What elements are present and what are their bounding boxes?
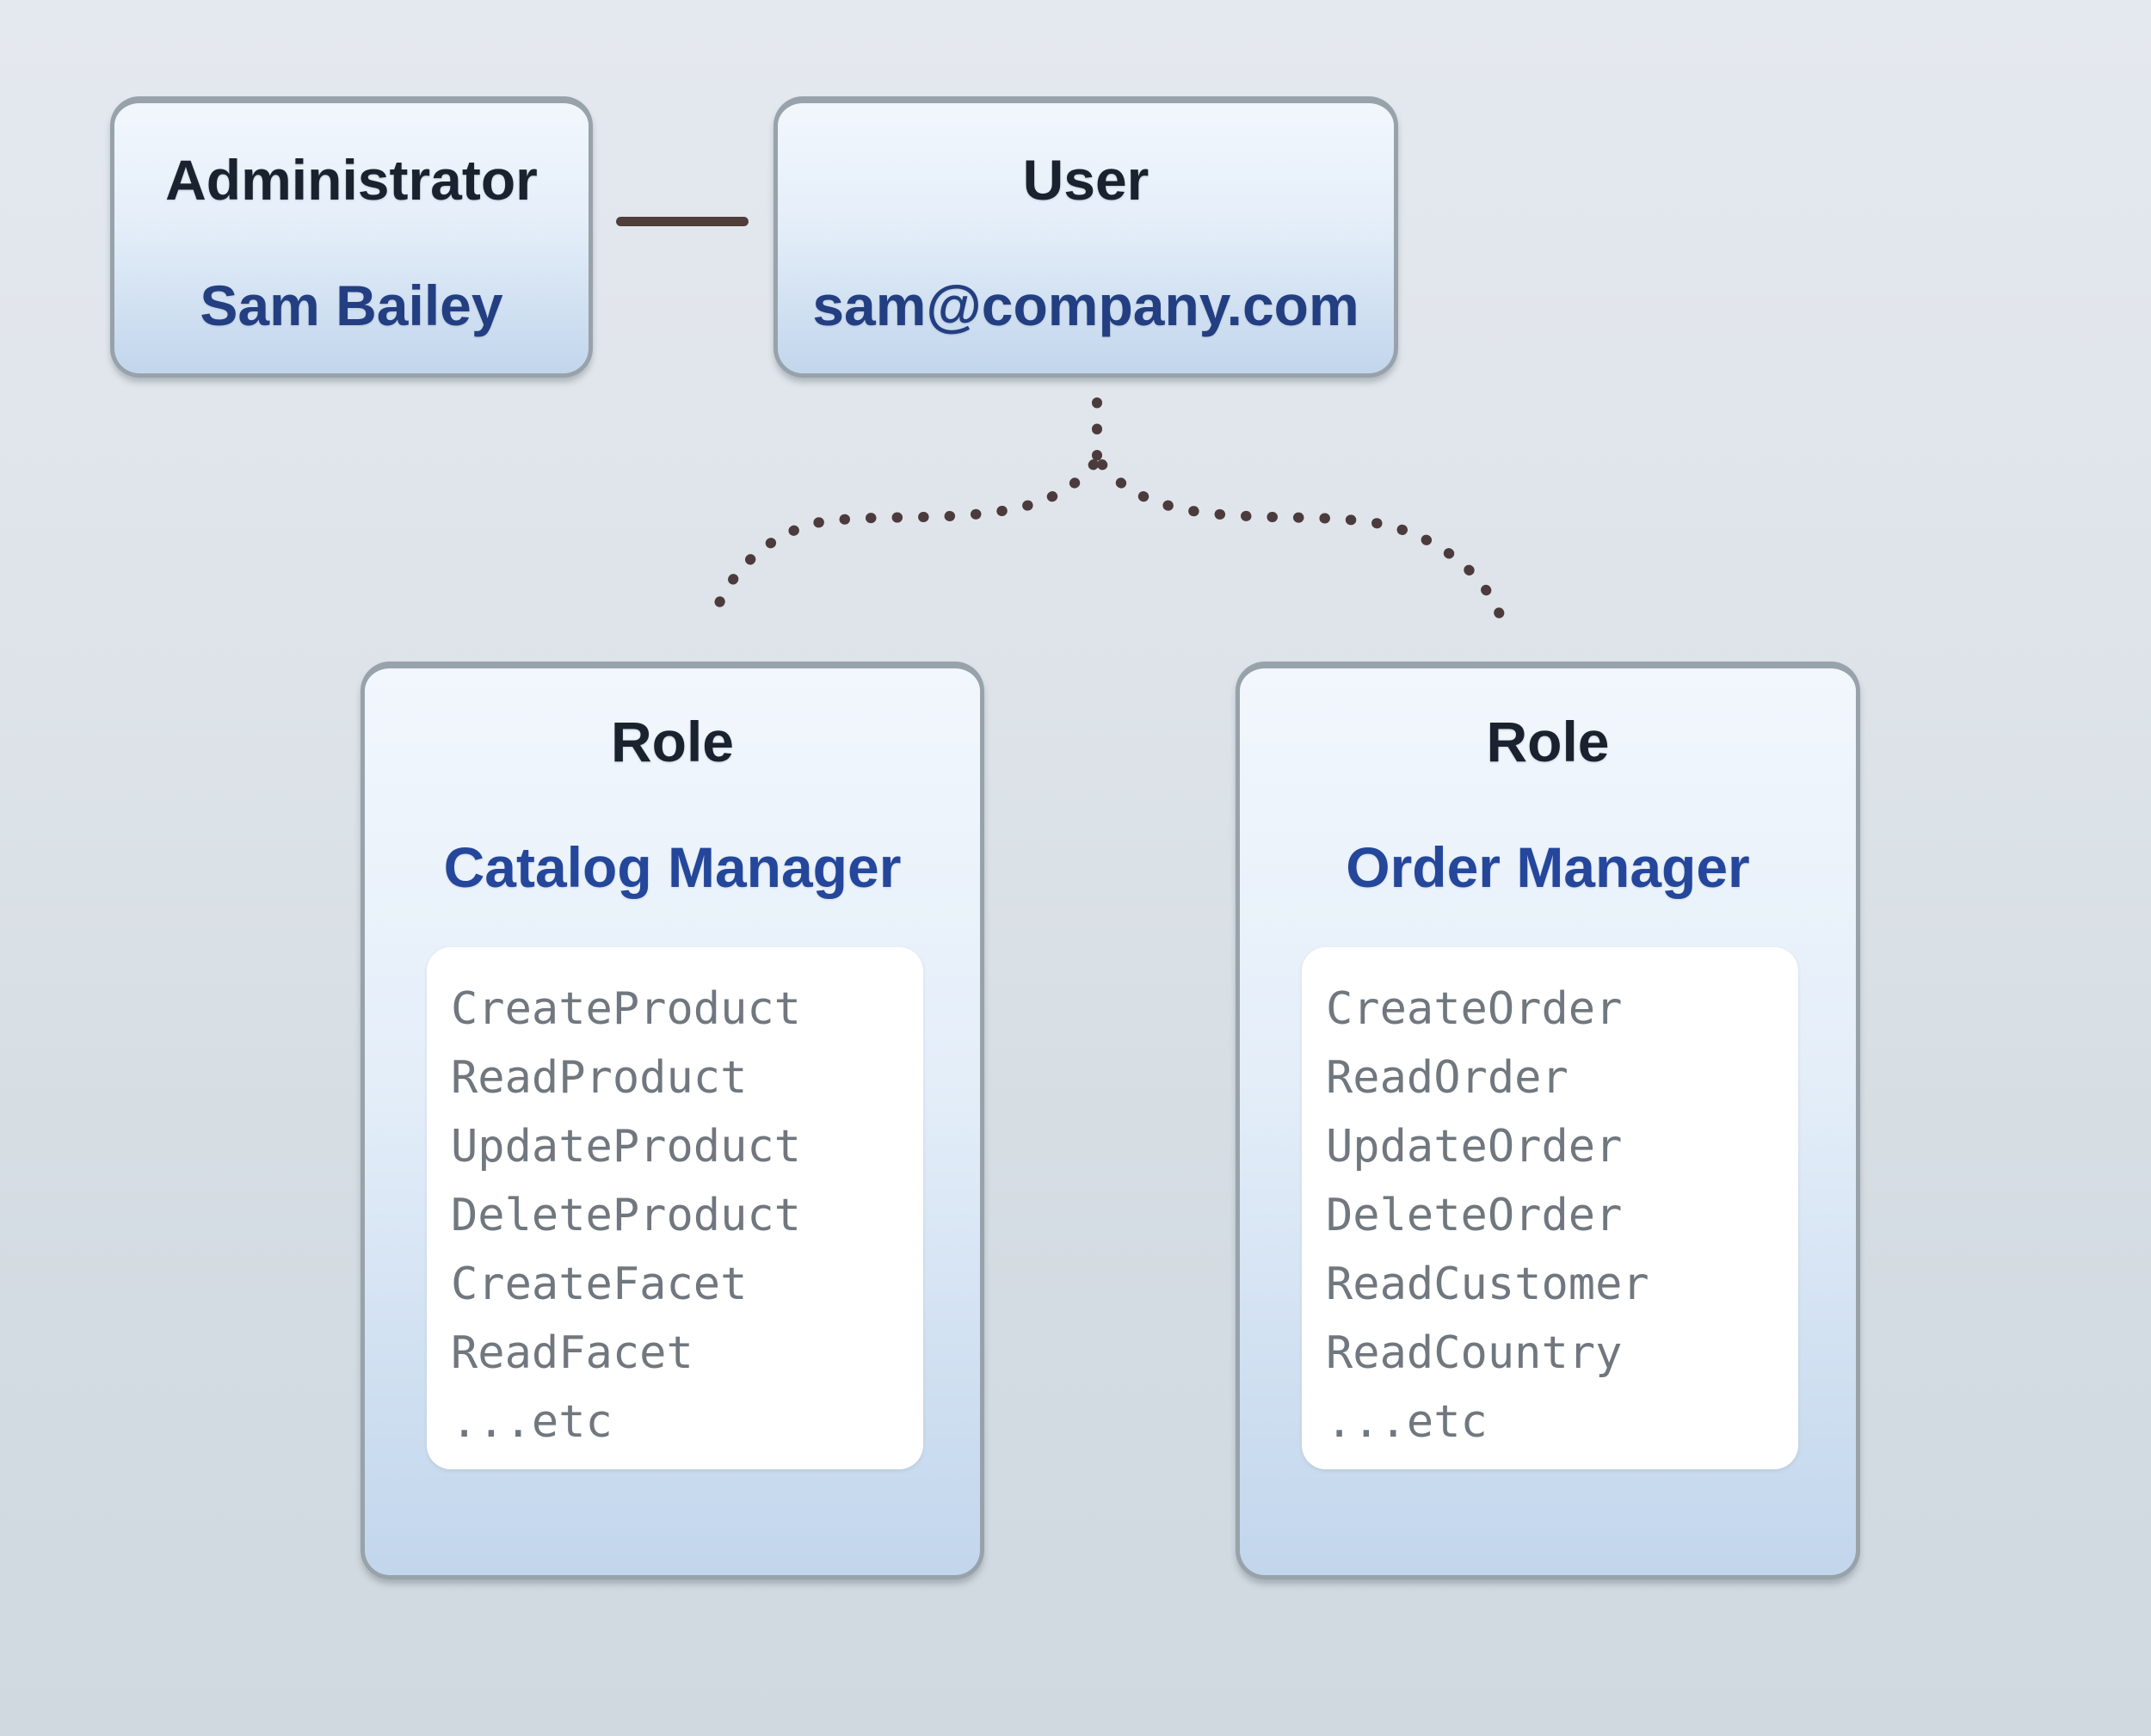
administrator-card-name: Sam Bailey: [200, 274, 503, 337]
user-card-title: User: [1022, 148, 1149, 212]
permission-item: CreateFacet: [451, 1259, 748, 1310]
dotted-branch-left: [706, 459, 1099, 631]
permission-item: ReadFacet: [451, 1327, 693, 1379]
permission-item: ...etc: [451, 1396, 613, 1448]
permission-item: DeleteProduct: [451, 1190, 801, 1241]
permission-item: ReadOrder: [1326, 1052, 1569, 1104]
role-card-title: Role: [1486, 710, 1610, 773]
permission-item: CreateOrder: [1326, 983, 1623, 1035]
user-card-email: sam@company.com: [812, 274, 1359, 337]
role-card-title: Role: [610, 710, 735, 773]
permission-item: DeleteOrder: [1326, 1190, 1623, 1241]
permission-item: ReadCustomer: [1326, 1259, 1649, 1310]
role-card-name: Order Manager: [1346, 835, 1750, 899]
admin-user-connector-line: [616, 217, 749, 226]
permission-item: CreateProduct: [451, 983, 801, 1035]
permission-item: UpdateOrder: [1326, 1121, 1623, 1173]
permission-item: UpdateProduct: [451, 1121, 801, 1173]
administrator-card-title: Administrator: [165, 148, 538, 212]
permission-item: ReadProduct: [451, 1052, 748, 1104]
administrator-card: Administrator Sam Bailey: [110, 96, 593, 378]
user-card: User sam@company.com: [773, 96, 1398, 378]
dotted-branch-right: [1097, 459, 1509, 631]
role-card-name: Catalog Manager: [443, 835, 902, 899]
permission-item: ReadCountry: [1326, 1327, 1623, 1379]
permission-item: ...etc: [1326, 1396, 1488, 1448]
